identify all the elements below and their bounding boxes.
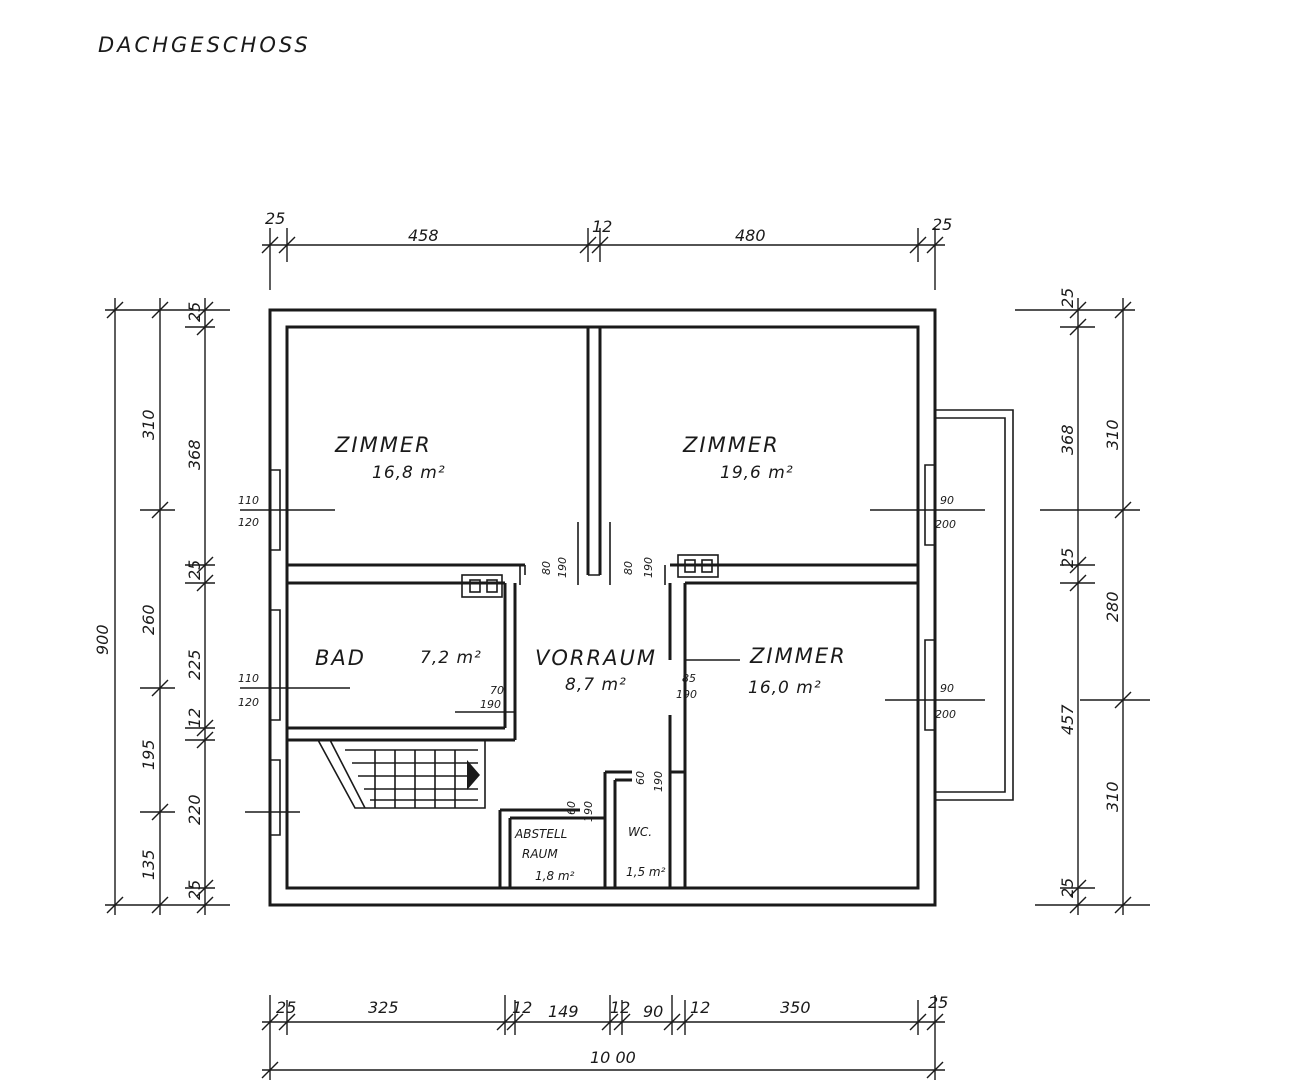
left-dimension-chains: 900 310 260 195 135 25 368 25 225 12 220… <box>93 298 230 915</box>
door-wc-width: 60 <box>634 771 647 785</box>
staircase <box>317 739 486 809</box>
win-bad-height: 120 <box>238 696 259 709</box>
dim-left-inner-7: 25 <box>185 880 204 900</box>
dim-left-mid-1: 310 <box>139 409 158 440</box>
door-tr-height: 190 <box>642 557 655 578</box>
win-tr-height: 200 <box>935 518 956 531</box>
dim-bottom-6: 90 <box>643 1002 663 1021</box>
room-name-abstell-1: ABSTELL <box>514 827 567 841</box>
door-zbr-height: 190 <box>676 688 697 701</box>
win-tl-width: 110 <box>238 494 259 507</box>
dim-left-mid-2: 260 <box>139 604 158 635</box>
dim-top-1: 25 <box>265 209 285 228</box>
door-bad-height: 190 <box>480 698 501 711</box>
dim-left-total: 900 <box>93 624 112 655</box>
room-area-wc: 1,5 m² <box>626 865 666 879</box>
door-tl-height: 190 <box>556 557 569 578</box>
room-name-abstell-2: RAUM <box>522 847 558 861</box>
dim-right-inner-3: 25 <box>1058 548 1077 568</box>
door-zbr-width: 85 <box>682 672 696 685</box>
dim-right-outer-1: 310 <box>1103 419 1122 450</box>
dim-bottom-3: 12 <box>512 998 532 1017</box>
room-area-zimmer-tr: 19,6 m² <box>720 463 794 483</box>
dim-right-outer-3: 310 <box>1103 781 1122 812</box>
win-br-width: 90 <box>940 682 954 695</box>
door-tl-width: 80 <box>540 561 553 575</box>
right-dimension-chains: 25 368 25 457 25 310 280 310 <box>1015 288 1150 915</box>
room-labels: ZIMMER 16,8 m² ZIMMER 19,6 m² ZIMMER 16,… <box>315 433 847 883</box>
dim-bottom-total: 10 00 <box>590 1048 636 1067</box>
door-abstell-height: 190 <box>582 801 595 822</box>
win-tl-height: 120 <box>238 516 259 529</box>
room-area-vorraum: 8,7 m² <box>565 675 627 695</box>
door-tr-width: 80 <box>622 561 635 575</box>
dim-left-mid-3: 195 <box>139 739 158 770</box>
dim-left-mid-4: 135 <box>139 849 158 880</box>
dim-left-inner-3: 25 <box>185 560 204 580</box>
dim-left-inner-1: 25 <box>185 302 204 322</box>
room-name-zimmer-tl: ZIMMER <box>334 433 432 457</box>
dim-left-inner-6: 220 <box>185 794 204 825</box>
door-wc-height: 190 <box>652 771 665 792</box>
dim-top-5: 25 <box>932 215 952 234</box>
dim-bottom-7: 12 <box>690 998 710 1017</box>
exterior-walls <box>268 308 937 907</box>
dim-left-inner-5: 12 <box>185 708 204 728</box>
dim-bottom-8: 350 <box>780 998 811 1017</box>
plan-title: DACHGESCHOSS <box>98 33 311 57</box>
dim-top-2: 458 <box>408 226 439 245</box>
win-br-height: 200 <box>935 708 956 721</box>
dim-right-inner-2: 368 <box>1058 424 1077 455</box>
dim-left-inner-4: 225 <box>185 649 204 680</box>
top-dimension-chain: 25 458 12 480 25 <box>261 209 952 290</box>
room-name-bad: BAD <box>315 646 366 670</box>
win-tr-width: 90 <box>940 494 954 507</box>
room-name-wc: WC. <box>628 825 652 839</box>
dim-right-outer-2: 280 <box>1103 591 1122 622</box>
dim-left-inner-2: 368 <box>185 439 204 470</box>
dim-right-inner-1: 25 <box>1058 288 1077 308</box>
room-name-zimmer-br: ZIMMER <box>749 644 847 668</box>
window-markers <box>240 464 985 836</box>
room-area-bad: 7,2 m² <box>420 648 482 668</box>
door-bad-width: 70 <box>490 684 504 697</box>
dim-right-inner-5: 25 <box>1058 878 1077 898</box>
opening-labels: 110 120 110 120 90 200 90 200 70 190 85 … <box>238 494 956 822</box>
balcony <box>935 409 1014 801</box>
interior-walls <box>287 327 918 888</box>
dim-right-inner-4: 457 <box>1058 704 1077 735</box>
dim-bottom-5: 12 <box>610 998 630 1017</box>
dim-top-3: 12 <box>592 217 612 236</box>
dim-bottom-9: 25 <box>928 993 948 1012</box>
dim-top-4: 480 <box>735 226 766 245</box>
dim-bottom-1: 25 <box>276 998 296 1017</box>
dim-bottom-4: 149 <box>548 1002 579 1021</box>
room-area-zimmer-tl: 16,8 m² <box>372 463 446 483</box>
room-area-zimmer-br: 16,0 m² <box>748 678 822 698</box>
room-name-vorraum: VORRAUM <box>535 646 657 670</box>
dim-bottom-2: 325 <box>368 998 399 1017</box>
bottom-dimension-chain: 25 325 12 149 12 90 12 350 25 10 00 <box>261 993 948 1080</box>
win-bad-width: 110 <box>238 672 259 685</box>
room-name-zimmer-tr: ZIMMER <box>682 433 780 457</box>
door-abstell-width: 60 <box>565 801 578 815</box>
room-area-abstell: 1,8 m² <box>535 869 575 883</box>
